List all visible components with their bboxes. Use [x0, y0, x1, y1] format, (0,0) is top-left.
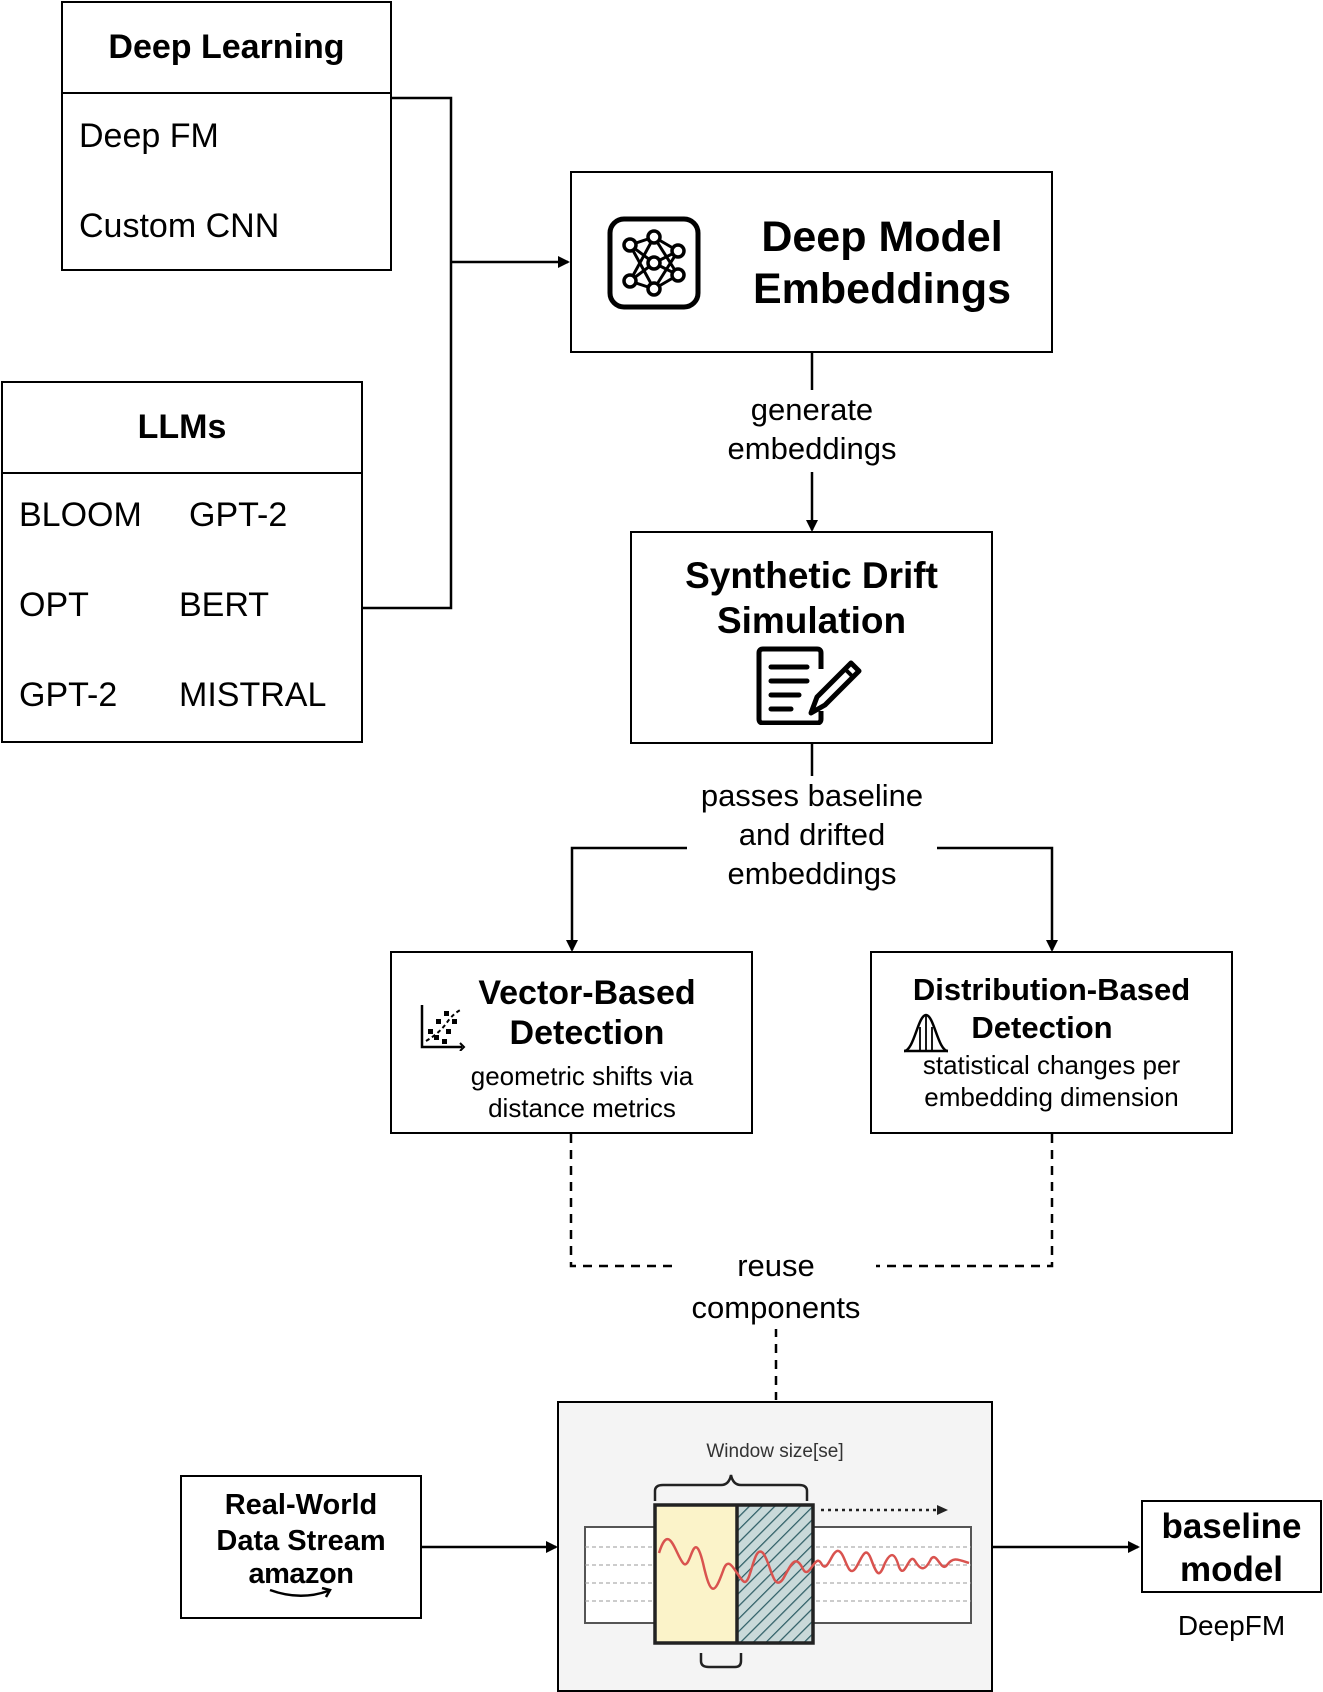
llm-item: OPT [19, 586, 89, 624]
baseline-model-title-line: model [1179, 1550, 1284, 1589]
embeddings-title-line: Embeddings [752, 265, 1012, 313]
vector-desc-line: geometric shifts via [470, 1061, 694, 1091]
amazon-smile-icon [269, 1587, 332, 1598]
deep-learning-box: Deep Learning Deep FM Custom CNN [61, 1, 392, 271]
deep-learning-title: Deep Learning [63, 3, 390, 94]
edge-label-generate: generate embeddings [702, 390, 922, 468]
bell-curve-icon [902, 1011, 950, 1053]
baseline-model-caption: DeepFM [1177, 1610, 1286, 1641]
deep-learning-item: Custom CNN [79, 207, 280, 245]
distribution-desc-line: statistical changes per [922, 1050, 1181, 1080]
edge-label-line: reuse [737, 1248, 815, 1283]
sliding-window-panel: Window size[se] [557, 1401, 993, 1692]
distribution-title-line: Detection [971, 1010, 1113, 1045]
llm-item: GPT-2 [19, 676, 118, 714]
edge-label-line: and drifted [738, 817, 886, 852]
embeddings-title-line: Deep Model [761, 213, 1003, 261]
edge-reuse-components [569, 1134, 1054, 1400]
edge-sources-to-embeddings [362, 96, 570, 610]
amazon-logo-text: amazon [248, 1558, 354, 1590]
llm-item: MISTRAL [179, 676, 327, 714]
edge-label-line: generate [750, 392, 874, 427]
edge-label-line: passes baseline [700, 778, 924, 813]
deep-learning-item: Deep FM [79, 117, 219, 155]
drift-title: Synthetic Drift Simulation [632, 553, 991, 643]
distribution-description: statistical changes per embedding dimens… [872, 1049, 1231, 1113]
baseline-window [655, 1505, 737, 1643]
llms-box: LLMs BLOOM GPT-2 OPT BERT GPT-2 MISTRAL [1, 381, 363, 743]
data-stream-title-line: Real-World [224, 1489, 378, 1521]
window-size-label: Window size[se] [706, 1441, 844, 1462]
drift-simulation-box: Synthetic Drift Simulation [630, 531, 993, 744]
vector-title-line: Detection [509, 1014, 665, 1052]
distribution-title-line: Distribution-Based [912, 972, 1191, 1007]
window-bottom-brace [699, 1653, 743, 1669]
edge-label-line: embeddings [727, 856, 897, 891]
llm-item: BLOOM [19, 496, 142, 534]
vector-detection-box: Vector-Based Detection geometric shifts … [390, 951, 753, 1134]
signal-line [657, 1537, 970, 1590]
drift-title-line: Synthetic Drift [685, 555, 938, 596]
vector-title: Vector-Based Detection [462, 973, 712, 1053]
document-edit-icon [755, 645, 865, 726]
amazon-logo: amazon [182, 1559, 420, 1599]
baseline-model-title-line: baseline [1161, 1507, 1302, 1546]
distribution-desc-line: embedding dimension [924, 1082, 1179, 1112]
scatter-plot-icon [418, 1003, 466, 1052]
baseline-model-box: baseline model [1141, 1500, 1322, 1593]
baseline-model-title: baseline model [1143, 1505, 1320, 1591]
data-stream-title: Real-World Data Stream [182, 1487, 420, 1559]
edge-label-passes: passes baseline and drifted embeddings [687, 776, 937, 893]
data-stream-title-line: Data Stream [216, 1525, 386, 1557]
edge-label-line: components [691, 1290, 861, 1325]
data-stream-box: Real-World Data Stream amazon [180, 1475, 422, 1619]
llms-title: LLMs [3, 383, 361, 474]
current-window [737, 1505, 813, 1643]
drift-title-line: Simulation [716, 600, 907, 641]
llm-item: BERT [179, 586, 270, 624]
embeddings-title: Deep Model Embeddings [732, 211, 1032, 315]
edge-label-line: embeddings [727, 431, 897, 466]
distribution-detection-box: Distribution-Based Detection statistical… [870, 951, 1233, 1134]
edge-label-reuse: reuse components [676, 1245, 876, 1329]
sliding-window-illustration [584, 1474, 972, 1669]
vector-desc-line: distance metrics [488, 1093, 676, 1123]
llm-item: GPT-2 [189, 496, 288, 534]
window-brace [653, 1474, 809, 1501]
edge-drift-to-detectors [566, 743, 1058, 952]
neural-network-icon [606, 215, 702, 311]
vector-description: geometric shifts via distance metrics [432, 1060, 732, 1124]
vector-title-line: Vector-Based [478, 974, 696, 1012]
embeddings-box: Deep Model Embeddings [570, 171, 1053, 353]
